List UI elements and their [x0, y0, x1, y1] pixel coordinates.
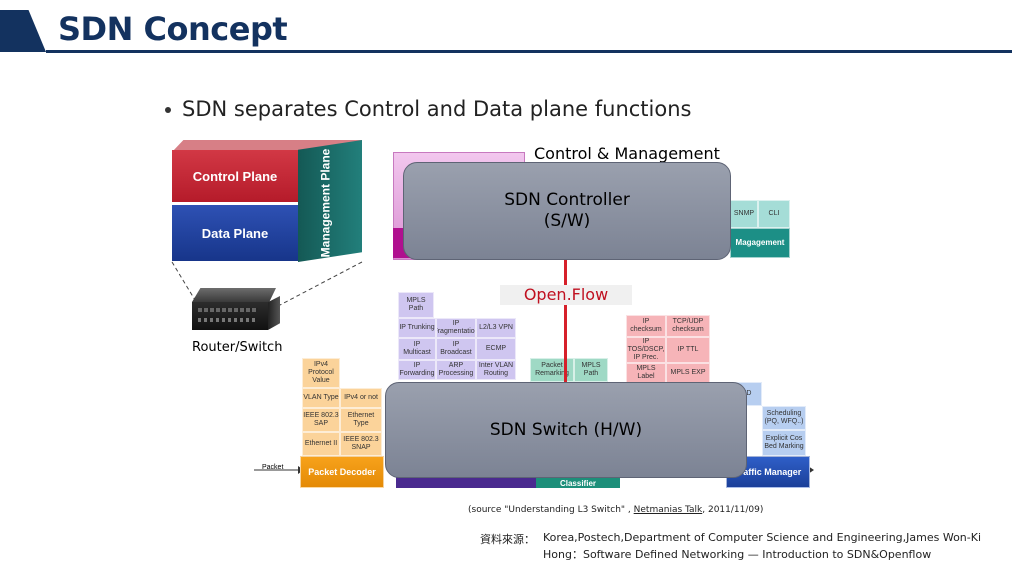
block-label: MPLS Path: [406, 297, 426, 312]
sdn-controller-box: SDN Controller (S/W): [403, 162, 731, 260]
ieee-sap-block: IEEE 802.3 SAP: [302, 408, 340, 432]
management-block: Magagement: [730, 228, 790, 258]
block-label: Inter VLAN Routing: [478, 362, 514, 377]
block-label: IEEE 802.3 SNAP: [343, 436, 379, 451]
ip-forwarding-block: IP Forwarding: [398, 360, 436, 380]
reference-line-1: Korea,Postech,Department of Computer Sci…: [543, 531, 982, 544]
block-label: IPv4 or not: [344, 394, 378, 401]
block-label: MPLS Label: [636, 365, 656, 380]
mpls-path-mid-block: MPLS Path: [574, 358, 608, 382]
arp-processing-block: ARP Processing: [436, 360, 476, 380]
packet-decoder-block: Packet Decoder: [300, 456, 384, 488]
vlan-type-block: VLAN Type: [302, 388, 340, 408]
block-label: IP Fragmentation: [437, 320, 475, 335]
router-switch-image: [188, 288, 284, 334]
block-label: ECMP: [485, 345, 507, 352]
sdn-switch-box: SDN Switch (H/W): [385, 382, 747, 478]
bullet-text: SDN separates Control and Data plane fun…: [182, 97, 692, 121]
block-label: Magagement: [735, 238, 785, 247]
block-label: IPv4 Protocol Value: [308, 361, 334, 384]
ip-checksum-block: IP checksum: [626, 315, 666, 337]
ieee-snap-block: IEEE 802.3 SNAP: [340, 432, 382, 456]
ip-trunking-block: IP Trunking: [398, 318, 436, 338]
title-underline: [46, 50, 1012, 53]
sdn-controller-subtitle: (S/W): [543, 211, 591, 231]
ethernet-type-block: Ethernet Type: [340, 408, 382, 432]
ip-tos-block: IP TOS/DSCP, IP Prec.: [626, 337, 666, 363]
bullet-dot: [165, 107, 171, 113]
block-label: IP Multicast: [403, 341, 431, 356]
ip-ttl-block: IP TTL: [666, 337, 710, 363]
ipv4-protocol-block: IPv4 Protocol Value: [302, 358, 340, 388]
block-label: IP Trunking: [399, 324, 435, 331]
data-plane-label: Data Plane: [201, 225, 269, 241]
block-label: IP TTL: [677, 346, 699, 353]
snmp-block: SNMP: [730, 200, 758, 228]
block-label: SNMP: [733, 210, 755, 217]
block-label: Ethernet II: [304, 440, 338, 447]
reference-line-2: Hong：Software Defined Networking — Intro…: [543, 548, 932, 561]
ethernet-ii-block: Ethernet II: [302, 432, 340, 456]
packet-remarking-block: Packet Remarking: [530, 358, 574, 382]
openflow-link-line: [564, 258, 567, 382]
inter-vlan-routing-block: Inter VLAN Routing: [476, 360, 516, 380]
ip-fragmentation-block: IP Fragmentation: [436, 318, 476, 338]
ip-broadcast-block: IP Broadcast: [436, 338, 476, 360]
l3-stack: MPLS Path IP Trunking IP Fragmentation L…: [396, 292, 518, 382]
block-label: L2/L3 VPN: [479, 324, 513, 331]
block-label: VLAN Type: [303, 394, 339, 401]
block-label: Scheduling (PQ, WFQ..): [764, 410, 804, 425]
block-label: IP TOS/DSCP, IP Prec.: [627, 338, 665, 361]
block-label: IP checksum: [630, 318, 662, 333]
control-plane-label: Control Plane: [192, 168, 278, 184]
ipv4-or-not-block: IPv4 or not: [340, 388, 382, 408]
source-link[interactable]: Netmanias Talk: [633, 505, 703, 515]
block-label: MPLS EXP: [670, 369, 706, 376]
reference-label: 資料來源：: [480, 533, 535, 546]
packet-arrow-label: Packet: [262, 464, 284, 471]
block-label: Ethernet Type: [347, 412, 375, 427]
block-label: Packet Remarking: [535, 362, 569, 377]
l2l3-vpn-block: L2/L3 VPN: [476, 318, 516, 338]
block-label: ARP Processing: [438, 362, 474, 377]
cli-block: CLI: [758, 200, 790, 228]
openflow-label: Open.Flow: [500, 285, 632, 305]
control-management-label: Control & Management: [532, 144, 722, 163]
block-label: Packet Decoder: [308, 467, 376, 477]
packet-decoder-stack: IPv4 Protocol Value VLAN Type IPv4 or no…: [300, 358, 384, 488]
scheduling-block: Scheduling (PQ, WFQ..): [762, 406, 806, 430]
page-title: SDN Concept: [58, 10, 288, 48]
block-label: Traffic Manager: [734, 467, 802, 477]
block-label: CLI: [768, 210, 780, 217]
sdn-controller-title: SDN Controller: [504, 190, 630, 210]
ip-multicast-block: IP Multicast: [398, 338, 436, 360]
data-plane-block: Data Plane: [172, 205, 298, 261]
block-label: IEEE 802.3 SAP: [303, 412, 339, 427]
mpls-exp-block: MPLS EXP: [666, 363, 710, 383]
mpls-path-block: MPLS Path: [398, 292, 434, 318]
sdn-switch-title: SDN Switch (H/W): [489, 420, 643, 440]
source-prefix: (source "Understanding L3 Switch" ,: [468, 505, 634, 515]
block-label: IP Broadcast: [440, 341, 472, 356]
block-label: MPLS Path: [581, 362, 601, 377]
tcp-udp-checksum-block: TCP/UDP checksum: [666, 315, 710, 337]
block-label: TCP/UDP checksum: [672, 318, 704, 333]
block-label: IP Forwarding: [399, 362, 435, 377]
block-label: Explicit Cos Bed Marking: [764, 435, 804, 450]
ip-header-stack: IP checksum TCP/UDP checksum IP TOS/DSCP…: [626, 315, 712, 385]
explicit-cos-block: Explicit Cos Bed Marking: [762, 430, 806, 456]
source-citation: (source "Understanding L3 Switch" , Netm…: [468, 505, 763, 515]
ecmp-block: ECMP: [476, 338, 516, 360]
cube-side-face: [298, 140, 362, 262]
control-plane-block: Control Plane: [172, 150, 298, 202]
mpls-label-block: MPLS Label: [626, 363, 666, 383]
source-suffix: , 2011/11/09): [702, 505, 764, 515]
router-switch-label: Router/Switch: [192, 340, 283, 355]
